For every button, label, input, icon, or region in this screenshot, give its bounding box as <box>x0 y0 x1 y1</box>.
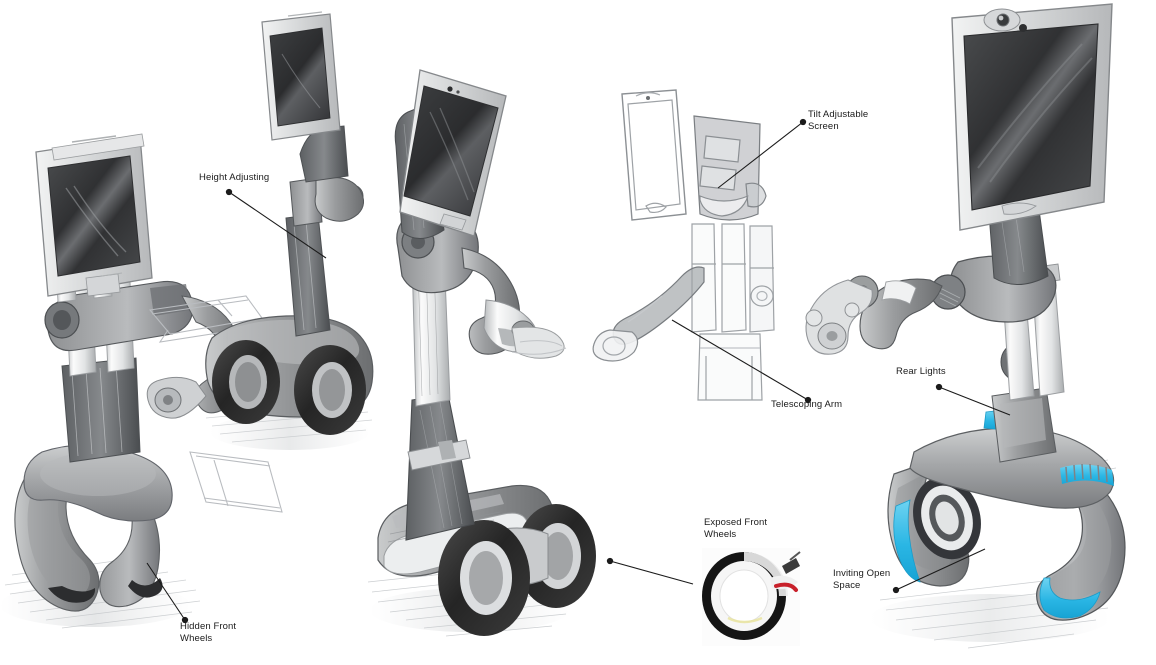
hubless-wheel-front-center <box>438 520 530 636</box>
view-hero-right <box>805 3 1126 649</box>
callout-exposed-front-wheels: Exposed Front Wheels <box>704 517 768 540</box>
callout-inviting-open-space: Inviting Open Space <box>833 568 891 591</box>
callout-tilt-adjustable-screen: Tilt Adjustable Screen <box>808 109 869 132</box>
callout-height-adjusting: Height Adjusting <box>199 172 270 183</box>
hubless-wheel-hero <box>913 476 981 560</box>
rear-lights-vent <box>1060 463 1114 486</box>
view-line-sketch <box>592 89 775 401</box>
ghost-tray-sketch-lower <box>189 451 283 513</box>
tablet-screen-left <box>35 133 153 297</box>
photo-inset-wheel <box>702 548 801 646</box>
callout-leaders <box>146 118 1011 624</box>
hubless-wheel-front-small <box>294 345 366 435</box>
tablet-screen-side-small <box>261 11 341 141</box>
rear-light-left <box>893 499 921 583</box>
hubless-wheel-rear-small <box>212 340 280 424</box>
tablet-screen-center <box>399 69 507 237</box>
view-side-left-small <box>189 11 374 513</box>
view-profile-center <box>367 69 596 637</box>
callout-rear-lights: Rear Lights <box>896 366 946 377</box>
view-front-three-quarter-left <box>0 133 263 629</box>
callout-telescoping-arm: Telescoping Arm <box>771 399 843 410</box>
rear-light-right <box>1039 577 1101 619</box>
callout-hidden-front-wheels: Hidden Front Wheels <box>180 621 237 644</box>
tablet-screen-hero <box>951 3 1113 231</box>
